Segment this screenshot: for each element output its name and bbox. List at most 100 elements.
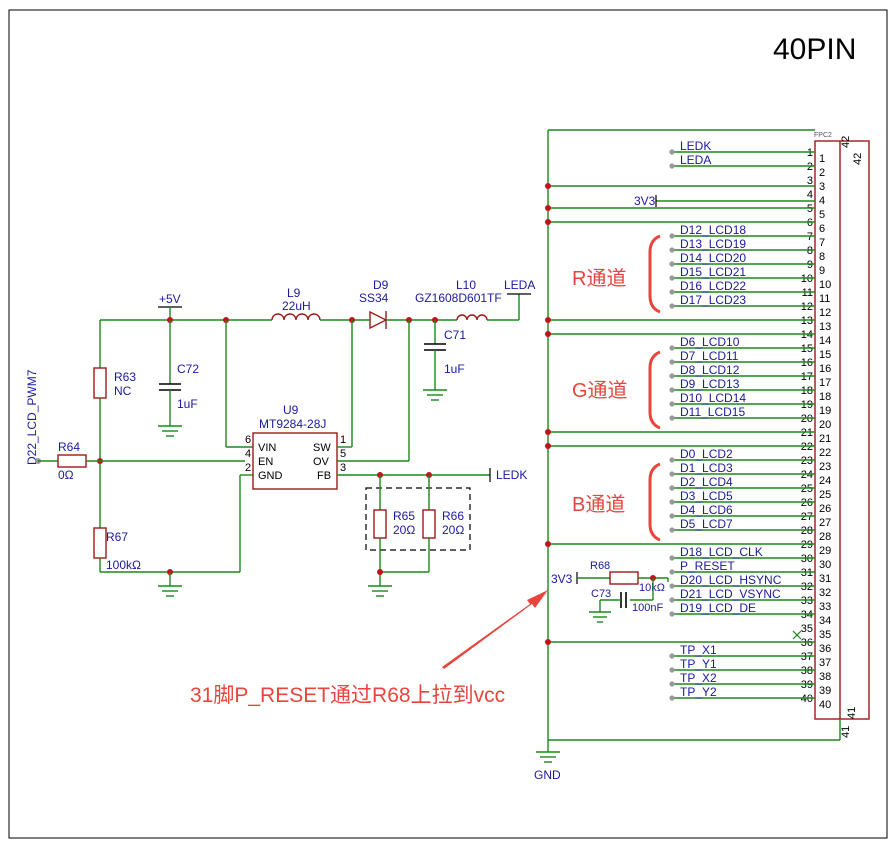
pin-42-label: 42 xyxy=(840,136,852,148)
net-port xyxy=(669,387,675,393)
r65-r66-group-box xyxy=(365,487,471,551)
r64-val: 0Ω xyxy=(58,468,74,482)
d9-val: SS34 xyxy=(359,291,389,305)
net-label: D3_LCD5 xyxy=(680,489,733,503)
net-label: TP_X1 xyxy=(680,643,717,657)
v3v3-r68-label: 3V3 xyxy=(551,572,573,586)
l9-val: 22uH xyxy=(282,299,311,313)
net-label: LEDK xyxy=(680,139,711,153)
r65-val: 20Ω xyxy=(393,523,415,537)
pin-number-inner: 13 xyxy=(819,321,831,333)
pin-number-inner: 8 xyxy=(819,251,825,263)
c71-val: 1uF xyxy=(444,362,465,376)
junction xyxy=(545,443,551,449)
r63-ref: R63 xyxy=(114,370,136,384)
gnd-symbol xyxy=(536,751,560,763)
net-label: TP_Y1 xyxy=(680,657,717,671)
pin-number: 17 xyxy=(801,371,813,383)
pin-41-label: 41 xyxy=(846,707,858,719)
pin-number: 21 xyxy=(801,427,813,439)
net-label: D4_LCD6 xyxy=(680,503,733,517)
net-port xyxy=(669,163,675,169)
l9-ref: L9 xyxy=(287,286,301,300)
pin-number: 26 xyxy=(801,497,813,509)
ledk-label: LEDK xyxy=(496,468,527,482)
r64-ref: R64 xyxy=(58,440,80,454)
net-label: D8_LCD12 xyxy=(680,363,740,377)
u9-pin3: 3 xyxy=(340,462,346,474)
pin-number-inner: 18 xyxy=(819,391,831,403)
b-group-label: B通道 xyxy=(572,493,625,516)
net-label: TP_X2 xyxy=(680,671,717,685)
pin-number: 35 xyxy=(801,623,813,635)
c71-ref: C71 xyxy=(444,328,466,342)
pin-number-inner: 9 xyxy=(819,265,825,277)
pin-number: 30 xyxy=(801,553,813,565)
pin-number: 40 xyxy=(801,693,813,705)
gnd-label: GND xyxy=(534,768,561,782)
pin-number: 25 xyxy=(801,483,813,495)
d9-ref: D9 xyxy=(373,278,389,292)
u9-sw: SW xyxy=(313,442,331,454)
d9-diode xyxy=(369,310,388,330)
pin-number-inner: 15 xyxy=(819,349,831,361)
pin-number-inner: 23 xyxy=(819,461,831,473)
net-port xyxy=(669,247,675,253)
net-port xyxy=(669,401,675,407)
net-port xyxy=(669,597,675,603)
pin-number: 4 xyxy=(807,189,813,201)
net-port xyxy=(669,261,675,267)
pin-number: 32 xyxy=(801,581,813,593)
net-port xyxy=(669,485,675,491)
net-port xyxy=(669,681,675,687)
net-label: LEDA xyxy=(680,153,711,167)
net-port xyxy=(669,415,675,421)
pin-number-inner: 25 xyxy=(819,489,831,501)
net-label: P_RESET xyxy=(680,559,735,573)
pin-number: 16 xyxy=(801,357,813,369)
pin-number: 1 xyxy=(807,147,813,159)
pin-number-inner: 24 xyxy=(819,475,831,487)
pin-number: 28 xyxy=(801,525,813,537)
pin-number-inner: 3 xyxy=(819,181,825,193)
pin-number: 31 xyxy=(801,567,813,579)
net-label: D0_LCD2 xyxy=(680,447,733,461)
net-label: D7_LCD11 xyxy=(680,349,739,363)
u9-fb: FB xyxy=(317,470,331,482)
pin-number-inner: 4 xyxy=(819,195,825,207)
pin-number-inner: 39 xyxy=(819,685,831,697)
pin-number: 37 xyxy=(801,651,813,663)
net-port xyxy=(669,149,675,155)
pin-number-inner: 12 xyxy=(819,307,831,319)
net-port xyxy=(669,653,675,659)
net-port xyxy=(669,233,675,239)
pin-number-inner: 29 xyxy=(819,545,831,557)
net-label: D21_LCD_VSYNC xyxy=(680,587,781,601)
pin-number: 14 xyxy=(801,329,813,341)
pin-42-label-b: 42 xyxy=(852,153,864,165)
r67-val: 100kΩ xyxy=(106,558,141,572)
pin-number: 38 xyxy=(801,665,813,677)
pin-41-label-b: 41 xyxy=(840,726,852,738)
nc-marker-pin35 xyxy=(792,630,802,640)
net-port xyxy=(669,695,675,701)
net-port xyxy=(669,303,675,309)
pin-number: 23 xyxy=(801,455,813,467)
pin-number: 6 xyxy=(807,217,813,229)
pin-number-inner: 30 xyxy=(819,559,831,571)
net-label: TP_Y2 xyxy=(680,685,717,699)
pin-number-inner: 5 xyxy=(819,209,825,221)
plus5v-label: +5V xyxy=(159,292,181,306)
net-port xyxy=(669,275,675,281)
pwm-net-label: D22_LCD_PWM7 xyxy=(25,369,39,465)
b-group-bracket xyxy=(648,462,661,542)
pin-number: 33 xyxy=(801,595,813,607)
net-port xyxy=(669,471,675,477)
g-group-bracket xyxy=(648,350,661,430)
r65-ref: R65 xyxy=(393,509,415,523)
pin-number-inner: 20 xyxy=(819,419,831,431)
u9-pin2: 2 xyxy=(245,462,251,474)
r63-resistor xyxy=(93,367,107,399)
page-title: 40PIN xyxy=(773,33,856,66)
